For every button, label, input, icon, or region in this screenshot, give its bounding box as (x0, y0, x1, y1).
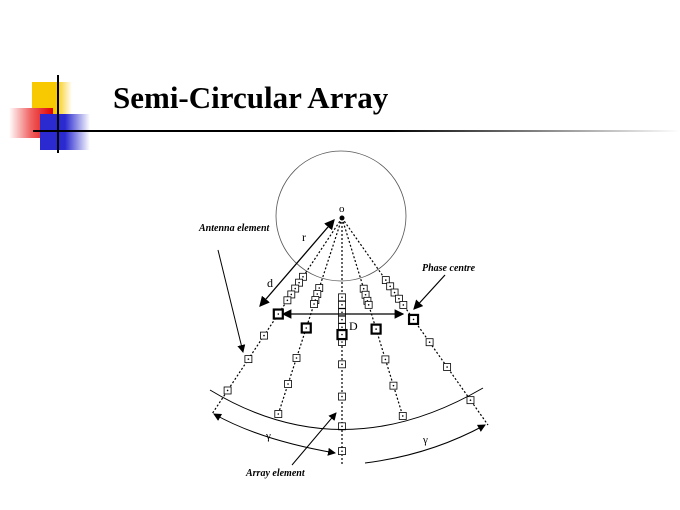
element-dot (428, 341, 431, 344)
element-dot (294, 287, 297, 290)
array-element-pointer (291, 412, 337, 466)
array-element-label: Array element (245, 468, 306, 479)
element-dot (412, 318, 415, 321)
title-underline (33, 130, 680, 132)
element-dot (318, 287, 321, 289)
element-dot (341, 296, 343, 299)
element-dot (367, 304, 370, 306)
gamma-arc-left (213, 413, 336, 456)
element-dot (277, 413, 280, 415)
radius-d-arrow (259, 219, 335, 307)
element-dot (295, 357, 298, 359)
element-dot (375, 328, 377, 330)
element-dot (341, 450, 343, 452)
phase-centre-pointer (413, 274, 446, 310)
element-dot (469, 399, 472, 401)
reference-circle (275, 150, 407, 282)
antenna-element-label: Antenna element (198, 223, 271, 234)
antenna-element-pointer (217, 249, 246, 353)
element-dot (226, 389, 229, 392)
element-dot (247, 358, 250, 360)
element-dot (362, 287, 365, 290)
element-dot (313, 303, 315, 305)
logo-blue-square (40, 114, 90, 150)
element-dot (287, 383, 289, 385)
element-dot (298, 281, 300, 284)
origin-label: o (339, 203, 345, 215)
element-dot (341, 363, 343, 366)
element-dot (364, 293, 367, 296)
element-dot (263, 334, 265, 337)
element-dot (290, 293, 293, 296)
element-dot (402, 304, 405, 306)
element-dot (398, 297, 400, 300)
element-dot (305, 327, 308, 329)
gamma-left-label: γ (265, 430, 271, 442)
spacing-label: d (267, 276, 273, 290)
element-dot (316, 293, 319, 295)
element-dot (302, 276, 304, 278)
element-dot (389, 285, 391, 288)
element-dot (446, 366, 448, 368)
element-dot (401, 415, 404, 417)
element-dot (392, 384, 395, 387)
gamma-arc-right (364, 424, 486, 464)
slide-title: Semi-Circular Array (113, 80, 389, 115)
phase-centre-label: Phase centre (422, 263, 476, 274)
element-dot (341, 304, 343, 306)
gamma-right-label: γ (422, 434, 428, 446)
element-dot (286, 299, 289, 302)
logo-vertical-line (57, 75, 59, 153)
element-dot (341, 311, 343, 314)
element-dot (393, 291, 396, 294)
radius-label: r (302, 230, 306, 244)
radial-lines (211, 217, 489, 466)
element-dot (341, 395, 343, 398)
element-dot (341, 341, 343, 343)
outer-arc (209, 387, 484, 430)
element-dot (341, 333, 343, 336)
element-dot (384, 358, 387, 361)
diameter-label: D (349, 319, 358, 333)
element-dot (341, 326, 343, 328)
element-dot (277, 313, 280, 315)
element-dot (385, 279, 387, 281)
element-dot (341, 425, 343, 428)
element-dot (341, 318, 343, 321)
array-elements (223, 272, 475, 456)
